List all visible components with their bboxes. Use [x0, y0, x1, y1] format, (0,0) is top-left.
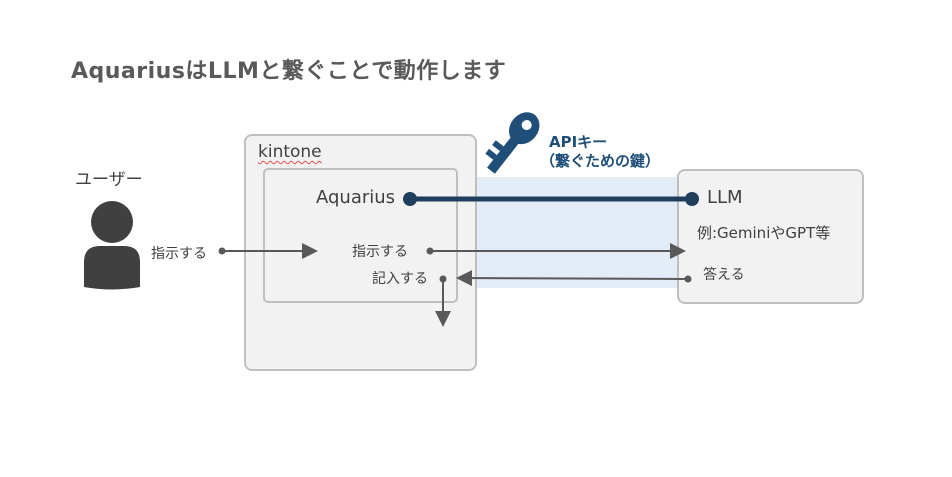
- aquarius-label: Aquarius: [316, 187, 396, 208]
- user-instruct-label: 指示する: [151, 246, 207, 262]
- write-label: 記入する: [372, 271, 428, 287]
- llm-label: LLM: [707, 187, 743, 208]
- api-key-label: APIキー: [549, 133, 608, 151]
- user-instruct-arrow: [218, 243, 318, 259]
- llm-container: [677, 169, 864, 304]
- answer-label: 答える: [703, 267, 745, 283]
- user-label: ユーザー: [75, 170, 143, 190]
- user-icon: [84, 201, 140, 290]
- kintone-label: kintone: [258, 142, 322, 162]
- api-key-description: （繋ぐための鍵）: [540, 152, 661, 170]
- api-connection-line: [403, 192, 699, 206]
- llm-examples-label: 例:GeminiやGPT等: [697, 224, 831, 242]
- aquarius-instruct-arrow: [426, 243, 686, 259]
- page-title: AquariusはLLMと繋ぐことで動作します: [71, 59, 507, 84]
- aquarius-instruct-label: 指示する: [352, 244, 408, 260]
- key-icon: [485, 112, 540, 174]
- write-down-arrow: [435, 275, 451, 327]
- aquarius-container: [263, 168, 458, 303]
- connection-highlight-band: [477, 177, 678, 288]
- llm-answer-arrow: [456, 270, 692, 287]
